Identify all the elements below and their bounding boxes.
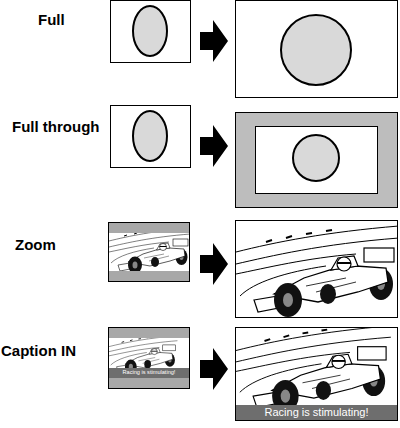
mode-label: Full — [38, 11, 65, 28]
ellipse — [133, 111, 167, 161]
output-screen — [236, 113, 398, 208]
caption-band: Racing is stimulating! — [236, 405, 397, 420]
picture-area — [256, 127, 378, 194]
letterbox-bar — [109, 378, 189, 388]
circle — [281, 15, 351, 85]
source-screen — [111, 1, 191, 63]
racing-car — [109, 233, 189, 271]
source-screen — [111, 106, 191, 168]
output-screen — [236, 1, 398, 98]
source-screen — [109, 328, 190, 389]
letterbox-bar — [109, 223, 189, 233]
ellipse — [133, 6, 167, 56]
circle — [293, 135, 339, 181]
block-arrow — [200, 348, 228, 390]
mode-label: Full through — [12, 118, 99, 135]
block-arrow — [200, 243, 228, 285]
mode-label: Zoom — [15, 236, 56, 253]
caption-text: Racing is stimulating! — [265, 407, 369, 418]
racing-car — [236, 226, 397, 317]
block-arrow — [200, 20, 228, 62]
caption-band: Racing is stimulating! — [109, 368, 189, 378]
letterbox-bar — [109, 271, 189, 281]
mode-label: Caption IN — [1, 342, 76, 359]
caption-text: Racing is stimulating! — [123, 370, 176, 376]
block-arrow — [200, 125, 228, 167]
source-screen — [109, 223, 190, 282]
racing-car — [236, 328, 391, 405]
letterbox-bar — [109, 328, 189, 338]
racing-car — [109, 338, 177, 368]
